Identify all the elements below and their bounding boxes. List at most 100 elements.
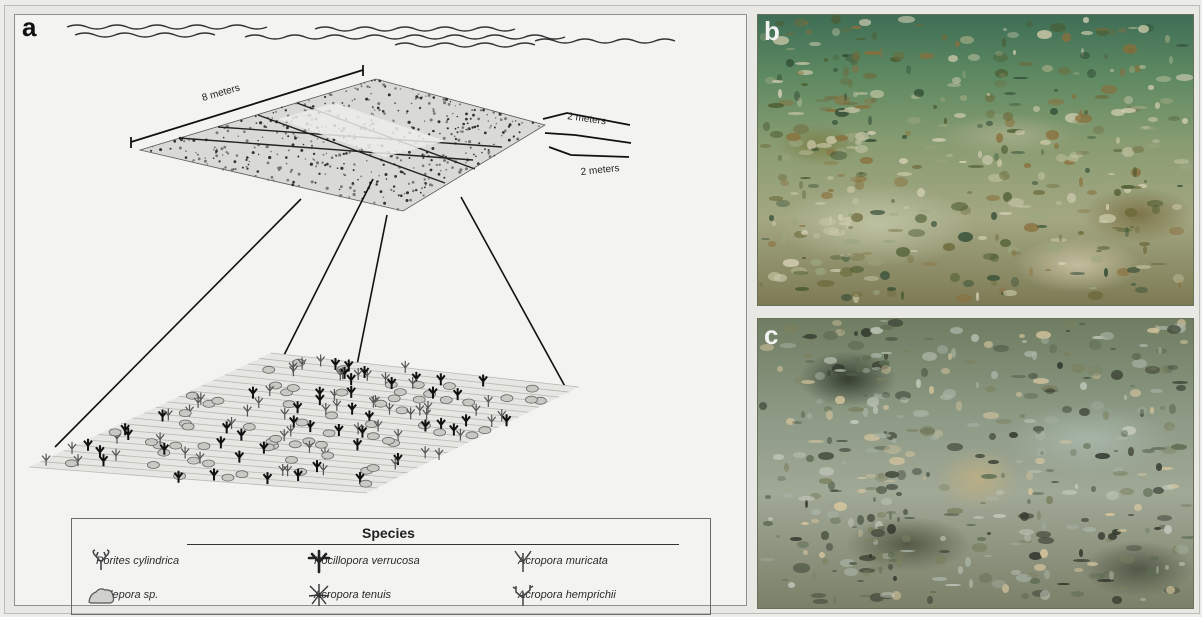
plot-texture-dot: [404, 193, 406, 195]
seabed-coral-mound: [367, 433, 379, 440]
photo-texture: [858, 529, 863, 538]
seabed-coral-mound: [396, 407, 408, 414]
plot-texture-dot: [515, 120, 516, 121]
photo-texture: [1134, 504, 1141, 511]
photo-texture: [918, 209, 931, 213]
photo-texture: [1037, 511, 1041, 520]
photo-texture: [1105, 513, 1115, 516]
legend-item-acropora-hemprichii: Acropora hemprichii: [508, 582, 616, 608]
plot-texture-dot: [216, 131, 219, 134]
photo-texture: [907, 255, 914, 263]
photo-texture: [865, 539, 877, 542]
photo-texture: [801, 83, 808, 86]
photo-texture: [1110, 348, 1116, 350]
plot-texture-dot: [394, 175, 397, 178]
plot-texture-dot: [411, 103, 413, 105]
plot-texture-dot: [393, 185, 395, 187]
photo-texture: [880, 271, 890, 280]
photo-texture: [778, 89, 782, 98]
photo-texture: [877, 378, 885, 380]
plot-texture-dot: [477, 125, 479, 127]
photo-texture: [841, 27, 851, 33]
plot-texture-dot: [342, 102, 344, 104]
photo-texture: [1004, 92, 1016, 95]
plot-texture-dot: [370, 93, 372, 95]
plot-texture-dot: [472, 114, 475, 117]
plot-texture-dot: [373, 114, 374, 115]
plot-texture-dot: [475, 156, 477, 158]
photo-texture: [1150, 263, 1167, 265]
plot-texture-dot: [502, 131, 505, 134]
seabed-coral-mound: [170, 442, 182, 449]
photo-texture: [799, 225, 806, 227]
plot-texture-dot: [378, 175, 380, 177]
photo-texture: [1003, 290, 1016, 296]
photo-texture: [1128, 447, 1133, 456]
plot-texture-dot: [392, 120, 394, 122]
plot-texture-dot: [422, 165, 425, 168]
plot-texture-dot: [443, 159, 446, 162]
plot-texture-dot: [308, 100, 310, 102]
photo-texture: [963, 280, 973, 287]
photo-texture: [922, 262, 937, 266]
panel-c-photo: [757, 318, 1194, 609]
photo-texture: [1118, 28, 1127, 33]
plot-texture-dot: [285, 109, 287, 111]
plot-texture-dot: [383, 202, 386, 205]
photo-texture: [1026, 472, 1033, 479]
photo-texture: [793, 271, 808, 275]
plot-texture-dot: [383, 164, 385, 166]
photo-texture: [940, 97, 945, 103]
photo-texture: [889, 457, 905, 466]
photo-texture: [824, 58, 829, 62]
photo-texture: [1173, 274, 1184, 283]
seabed-coral-mound: [444, 383, 456, 390]
width-side-label: 2 meters: [580, 163, 620, 178]
photo-texture: [956, 401, 963, 411]
photo-texture: [838, 110, 846, 112]
photo-texture: [952, 77, 960, 84]
photo-texture: [1137, 473, 1148, 477]
photo-texture: [1135, 287, 1148, 293]
photo-texture: [868, 116, 871, 125]
photo-texture: [850, 266, 864, 273]
panel-c-label: c: [764, 322, 778, 348]
photo-texture: [893, 576, 897, 581]
photo-texture: [852, 526, 857, 528]
photo-texture: [904, 517, 915, 519]
plot-texture-dot: [480, 109, 482, 111]
seabed-coral-mound: [147, 462, 159, 469]
plot-texture-dot: [329, 165, 331, 167]
plot-texture-dot: [213, 149, 215, 151]
photo-texture: [1087, 190, 1098, 195]
photo-texture: [1109, 29, 1117, 36]
plot-texture-dot: [357, 179, 359, 181]
plot-texture-dot: [227, 130, 230, 133]
seabed-coral-mound: [322, 452, 334, 459]
photo-texture: [1010, 543, 1022, 545]
plot-texture-dot: [353, 193, 356, 196]
seabed-coral-mound: [315, 441, 327, 448]
photo-texture: [1002, 38, 1005, 46]
plot-texture-dot: [324, 103, 326, 105]
photo-texture: [1073, 72, 1080, 75]
photo-texture: [897, 517, 900, 522]
photo-texture: [1154, 527, 1161, 530]
photo-texture: [1108, 533, 1117, 540]
photo-texture: [1143, 246, 1147, 254]
photo-texture: [1046, 130, 1058, 139]
seabed-coral-mound: [188, 457, 200, 464]
photo-texture: [888, 564, 893, 570]
photo-texture: [1133, 167, 1136, 177]
plot-texture-dot: [219, 160, 221, 162]
plot-texture-dot: [240, 120, 242, 122]
plot-texture-dot: [338, 153, 341, 156]
photo-texture: [1011, 375, 1026, 378]
photo-texture: [1139, 65, 1146, 69]
plot-texture-dot: [324, 96, 326, 98]
photo-texture: [1168, 116, 1180, 121]
plot-texture-dot: [243, 130, 246, 133]
photo-texture: [883, 405, 889, 410]
plot-texture-dot: [400, 88, 402, 90]
legend-divider: [187, 544, 679, 545]
